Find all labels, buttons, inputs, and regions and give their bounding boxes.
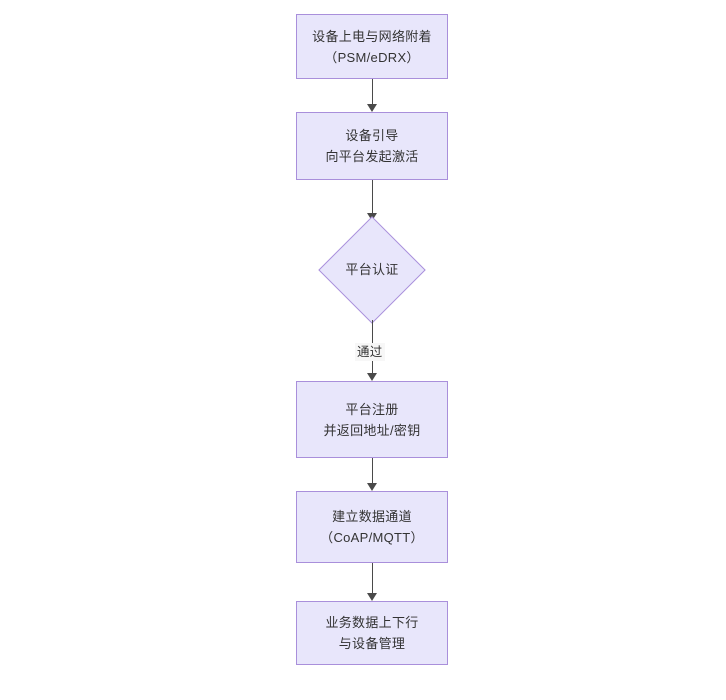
node-data-exchange-line1: 业务数据上下行 <box>325 615 419 630</box>
connector-register-to-channel <box>371 458 373 484</box>
node-power-on-line1: 设备上电与网络附着 <box>312 28 432 44</box>
node-register-line1: 平台注册 <box>345 401 399 417</box>
node-channel-line2: （CoAP/MQTT） <box>320 530 424 545</box>
node-channel[interactable]: 建立数据通道 （CoAP/MQTT） <box>296 491 448 563</box>
arrowhead-register <box>367 373 377 381</box>
node-bootstrap-line1: 设备引导 <box>345 128 399 143</box>
node-data-exchange[interactable]: 业务数据上下行 与设备管理 <box>296 601 448 665</box>
connector-channel-to-data <box>371 563 373 594</box>
arrowhead-channel <box>367 483 377 491</box>
edge-label-pass: 通过 <box>355 343 385 361</box>
connector-power-on-to-bootstrap <box>371 79 373 105</box>
node-power-on[interactable]: 设备上电与网络附着 （PSM/eDRX） <box>296 14 448 79</box>
node-register-line2: 并返回地址/密钥 <box>323 422 421 438</box>
arrowhead-data-exchange <box>367 593 377 601</box>
node-power-on-line2: （PSM/eDRX） <box>324 49 420 65</box>
arrowhead-bootstrap <box>367 104 377 112</box>
node-bootstrap-line2: 向平台发起激活 <box>325 149 419 164</box>
node-register[interactable]: 平台注册 并返回地址/密钥 <box>296 381 448 458</box>
node-data-exchange-line2: 与设备管理 <box>338 636 406 651</box>
node-platform-auth[interactable]: 平台认证 <box>317 215 427 325</box>
node-channel-line1: 建立数据通道 <box>332 509 412 524</box>
connector-bootstrap-to-auth <box>371 180 373 214</box>
node-platform-auth-label: 平台认证 <box>345 262 399 277</box>
node-bootstrap[interactable]: 设备引导 向平台发起激活 <box>296 112 448 180</box>
